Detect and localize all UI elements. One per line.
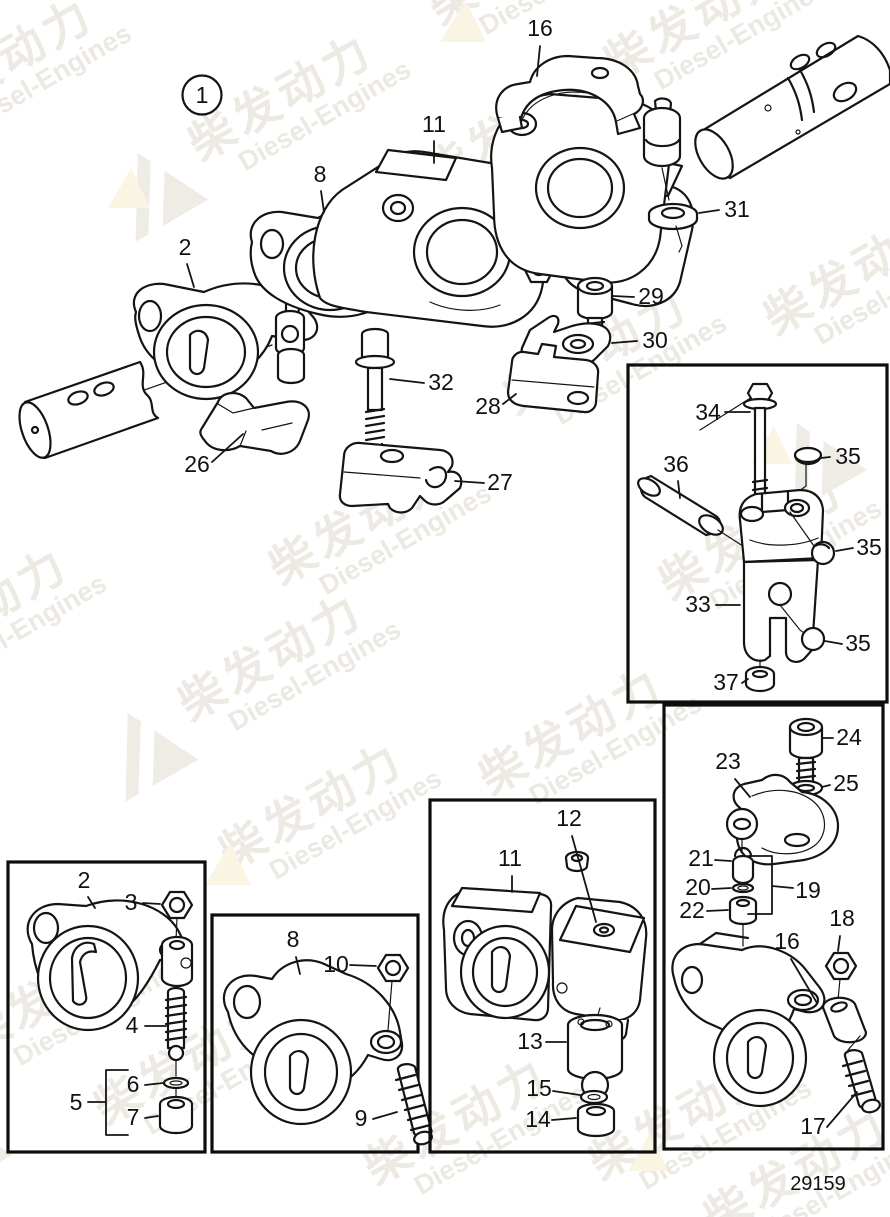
callout-27: 27 (487, 469, 513, 495)
part-block-28 (506, 342, 600, 414)
part-rocker-shaft-right (694, 34, 890, 180)
part-screw-29 (576, 276, 614, 346)
part-rocker-arm-2-detail (26, 899, 189, 1032)
drawing-number: 29159 (790, 1173, 846, 1195)
part-screw-9 (394, 1063, 433, 1146)
callout-32: 32 (428, 369, 454, 395)
part-lifter-13 (566, 1013, 624, 1100)
part-plate-23 (725, 773, 840, 866)
part-cup-7 (158, 1095, 194, 1135)
callout-35b: 35 (856, 534, 882, 560)
callout-box1-6: 6 (127, 1071, 140, 1097)
part-ball-35c (800, 626, 826, 652)
callout-box4-24: 24 (836, 724, 862, 750)
callout-30: 30 (642, 327, 668, 353)
callout-35a: 35 (835, 443, 861, 469)
callout-box4-25: 25 (833, 770, 859, 796)
callout-box4-17: 17 (800, 1113, 826, 1139)
callout-36: 36 (663, 451, 689, 477)
part-cup-14 (576, 1102, 616, 1138)
part-screw-4 (164, 986, 188, 1077)
part-ball-pivot-cylinder (642, 97, 682, 201)
part-bolt-32 (354, 327, 396, 454)
callout-37: 37 (713, 669, 739, 695)
callout-box1-5: 5 (70, 1089, 83, 1115)
part-clamp-27 (338, 441, 463, 514)
part-pin-21 (731, 846, 755, 885)
part-pedestal-bracket-16 (490, 92, 673, 284)
callout-2: 2 (179, 234, 192, 260)
assembly-ref-number: 1 (196, 82, 209, 108)
part-cup-22 (728, 895, 758, 947)
part-rocker-arm-8-detail (222, 959, 404, 1126)
callout-box4-19: 19 (795, 877, 821, 903)
part-washer-20 (731, 882, 755, 894)
callout-box1-2: 2 (78, 867, 91, 893)
leader-lines (87, 45, 858, 1128)
callout-box3-14: 14 (525, 1106, 551, 1132)
callout-box3-13: 13 (517, 1028, 543, 1054)
callout-16: 16 (527, 15, 553, 41)
callout-box4-16: 16 (774, 928, 800, 954)
callout-26: 26 (184, 451, 210, 477)
inset-box-bracket11 (428, 798, 657, 1154)
part-bracket-11-detail (442, 886, 648, 1042)
part-pin-36 (637, 474, 747, 549)
callout-box2-9: 9 (355, 1105, 368, 1131)
callout-box3-15: 15 (526, 1075, 552, 1101)
callout-box1-7: 7 (127, 1104, 140, 1130)
part-nut-18 (824, 951, 858, 1001)
callout-29: 29 (638, 283, 664, 309)
part-ball-stud-2 (274, 298, 306, 385)
callout-35c: 35 (845, 630, 871, 656)
inset-box-rocker2 (6, 860, 207, 1154)
callout-box3-11: 11 (498, 845, 522, 871)
part-lever-26 (199, 392, 310, 455)
part-barrel-2 (160, 935, 194, 988)
callout-box4-18: 18 (829, 905, 855, 931)
callout-box3-12: 12 (556, 805, 582, 831)
part-cap-37 (744, 665, 776, 693)
part-circlip-15 (579, 1089, 609, 1105)
part-screw-24 (788, 717, 824, 786)
callout-8: 8 (314, 161, 327, 187)
assembly-ref-circle: 1 (181, 74, 223, 116)
part-nut-3 (160, 890, 194, 941)
part-rocker-arm-2-main (132, 282, 319, 401)
group-bracket-5 (87, 1069, 129, 1136)
callout-box1-4: 4 (126, 1012, 139, 1038)
callout-31: 31 (724, 196, 750, 222)
part-bushing-16 (822, 996, 867, 1051)
inset-box-pedestal (626, 363, 889, 704)
callout-11: 11 (422, 111, 446, 137)
callout-box4-21: 21 (688, 845, 714, 871)
part-rocker-shaft-left (18, 360, 160, 460)
part-lever-plate-30 (520, 314, 612, 372)
inset-box-rocker16 (662, 703, 885, 1151)
part-washer-31 (647, 202, 699, 253)
part-clamp-16 (495, 54, 644, 136)
callout-28: 28 (475, 393, 501, 419)
callout-box4-20: 20 (685, 874, 711, 900)
callout-34: 34 (695, 399, 721, 425)
inset-box-rocker8 (210, 913, 420, 1154)
callout-box4-23: 23 (715, 748, 741, 774)
callout-box2-8: 8 (287, 926, 300, 952)
part-stud-17 (841, 1049, 881, 1114)
part-nut-10 (376, 953, 410, 1031)
group-bracket-19 (747, 855, 794, 915)
callout-box1-3: 3 (125, 889, 138, 915)
callout-box4-22: 22 (679, 897, 705, 923)
part-rocker-arm-16-detail (671, 931, 826, 1108)
callout-33: 33 (685, 591, 711, 617)
part-circlip-6 (162, 1076, 190, 1099)
callout-box2-10: 10 (323, 951, 349, 977)
part-plug-35b (810, 540, 836, 566)
